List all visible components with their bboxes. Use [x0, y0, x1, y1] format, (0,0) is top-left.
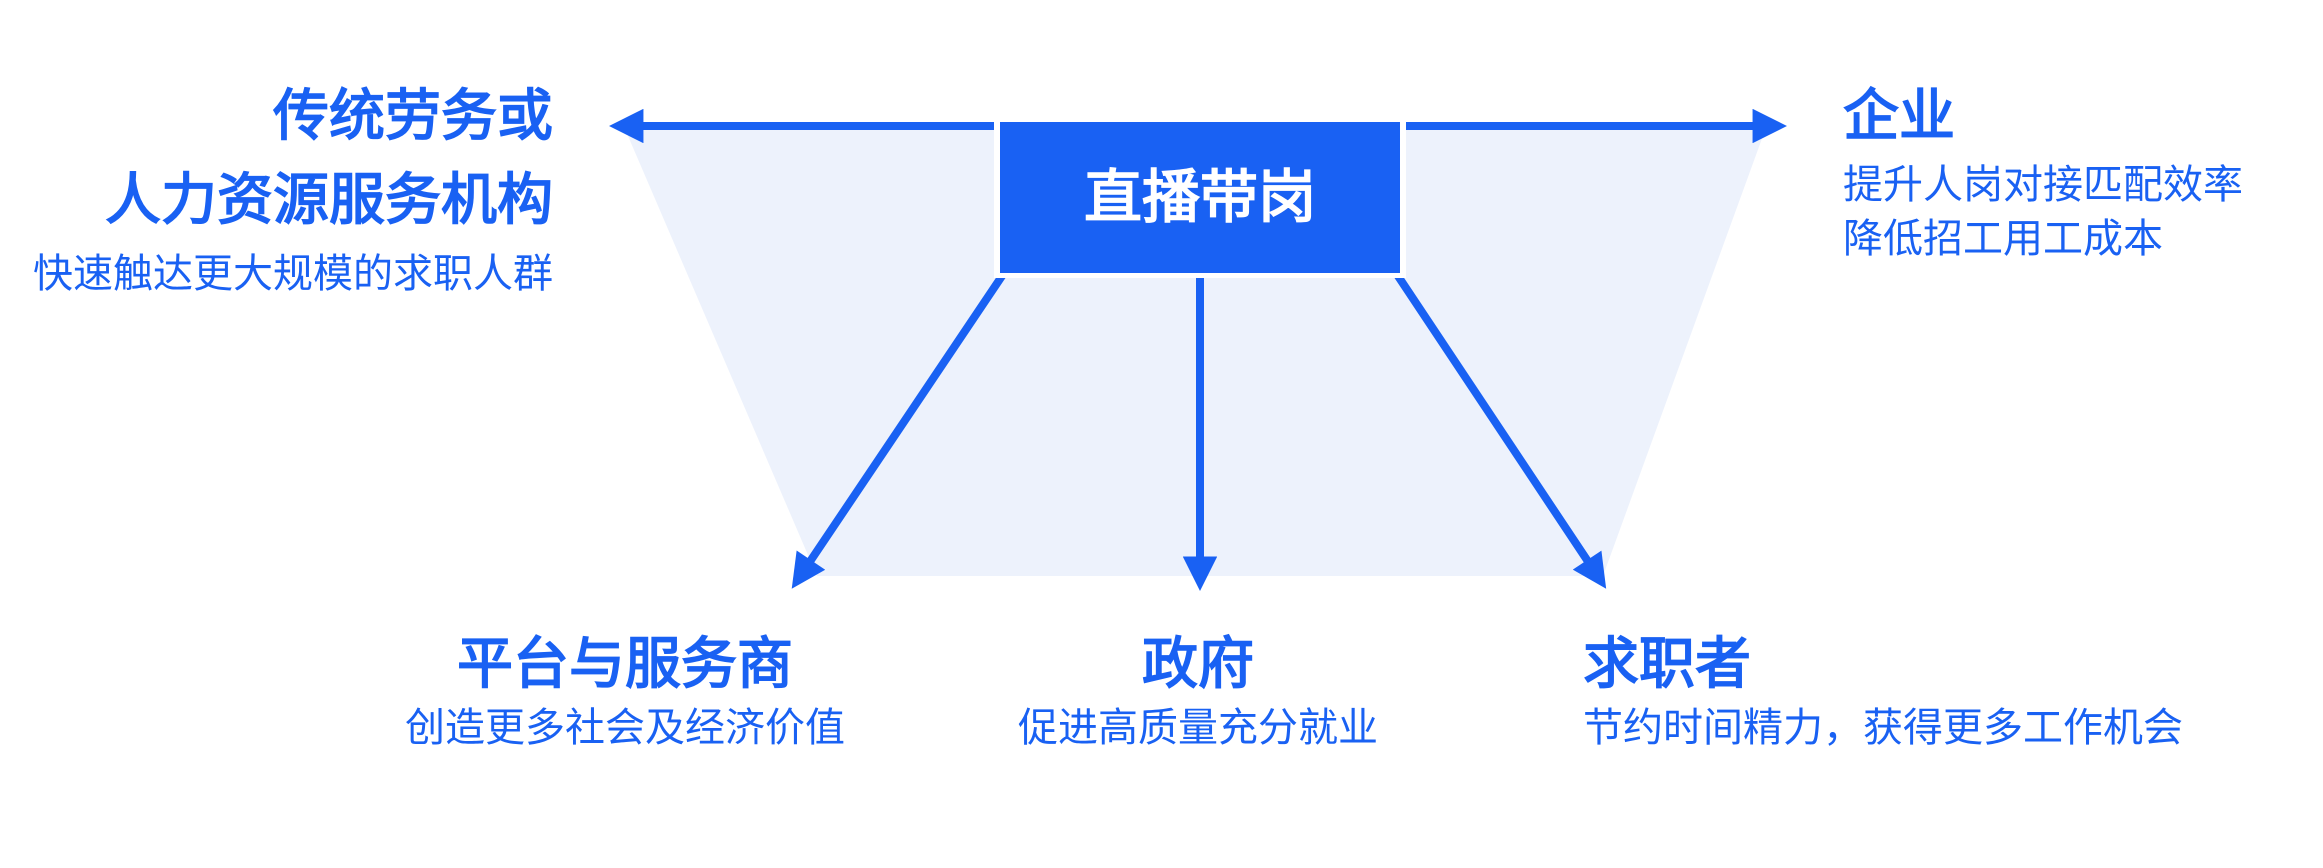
arrow-down-right — [1392, 270, 1607, 589]
center-node-live-job-streaming: 直播带岗 — [994, 122, 1406, 278]
node-title: 企业 — [1843, 84, 1955, 147]
funnel-trapezoid — [622, 122, 1768, 576]
node-title: 平台与服务商 — [457, 632, 793, 695]
node-traditional-hr-agencies: 传统劳务或 人力资源服务机构 快速触达更大规模的求职人群 — [33, 74, 553, 302]
center-node-label: 直播带岗 — [1083, 164, 1316, 230]
node-description: 快速触达更大规模的求职人群 — [33, 252, 553, 296]
node-platforms-providers: 平台与服务商 创造更多社会及经济价值 — [325, 628, 925, 756]
node-title: 政府 — [1142, 632, 1254, 695]
node-description: 节约时间精力，获得更多工作机会 — [1583, 706, 2183, 750]
node-title: 求职者 — [1583, 632, 1751, 695]
node-job-seekers: 求职者 节约时间精力，获得更多工作机会 — [1583, 628, 2323, 756]
arrow-down-left — [791, 270, 1008, 589]
node-enterprises: 企业 提升人岗对接匹配效率 降低招工用工成本 — [1843, 74, 2243, 266]
node-description-line: 降低招工用工成本 — [1843, 217, 2163, 261]
node-description-line: 提升人岗对接匹配效率 — [1843, 163, 2243, 207]
node-title-line: 传统劳务或 — [273, 84, 553, 147]
node-description: 创造更多社会及经济价值 — [405, 706, 845, 750]
node-description: 促进高质量充分就业 — [1018, 706, 1378, 750]
node-title-line: 人力资源服务机构 — [105, 168, 553, 231]
node-government: 政府 促进高质量充分就业 — [898, 628, 1498, 756]
